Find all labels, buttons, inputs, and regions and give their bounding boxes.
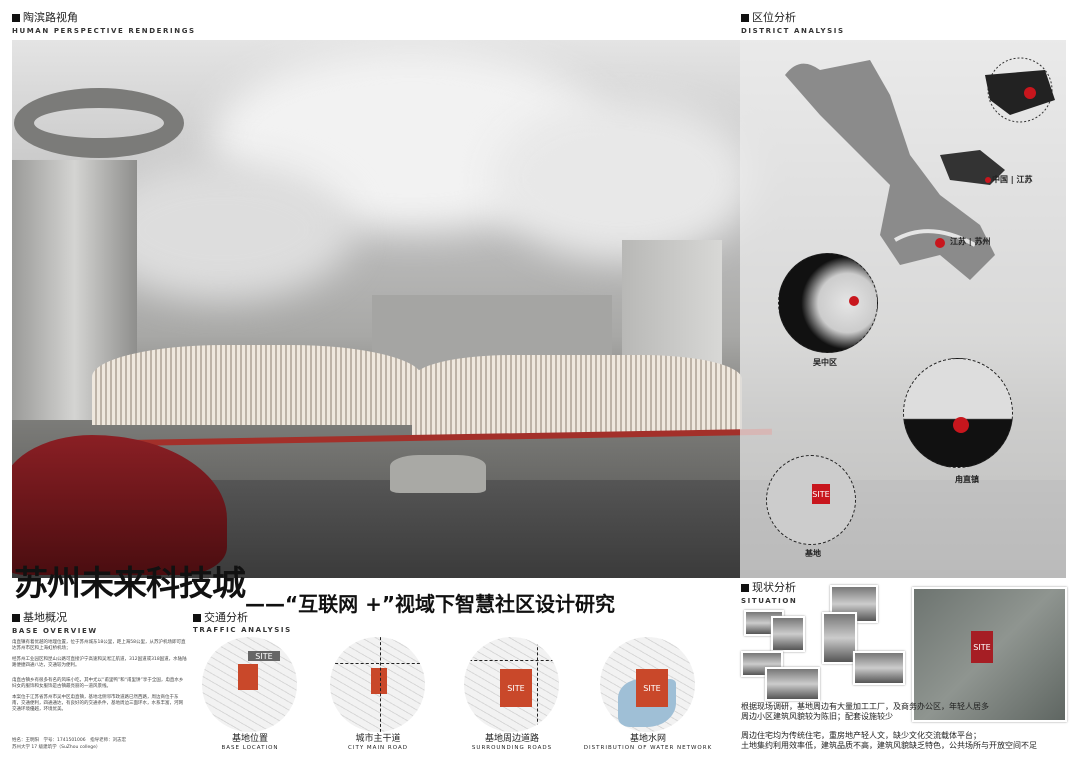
base-overview-heading-en: Base Overview (12, 627, 98, 635)
red-car (12, 435, 227, 575)
caption-en: city main road (348, 745, 408, 751)
situation-heading-en: Situation (741, 597, 798, 605)
site-tag: SITE (248, 651, 280, 661)
school-info: 苏州大学 17 级建筑学（SuZhou college） (12, 745, 101, 750)
label-wuzhong: 吴中区 (813, 358, 837, 367)
main-title: 苏州未来科技城 (14, 564, 246, 604)
label-china-jiangsu: 中国 | 江苏 (992, 175, 1033, 184)
traffic-heading: 交通分析 (193, 612, 248, 624)
site-photo (741, 651, 783, 677)
site-photo (771, 616, 805, 652)
situation-heading: 现状分析 (741, 582, 796, 594)
label-site-area: 基地 (805, 549, 821, 558)
base-overview-text: 甪直镇有着优越的地理位置，位于苏州城东18公里，距上海58公里，从苏沪机场即可直… (12, 640, 187, 713)
situation-line: 土地集约利用效率低，建筑品质不高，建筑风貌缺乏特色，公共场所与开放空间不足 (741, 741, 1037, 750)
china-map (940, 150, 1005, 185)
town-circle-map (903, 358, 1013, 468)
overview-paragraph: 甪直古镇乡有很多有名的风味小吃，其中尤以“甫里鸭”和“甫里饼”享于全国，甪直水乡… (12, 678, 184, 689)
base-location-map: SITE (202, 637, 297, 732)
situation-line: 周边小区建筑风貌较为陈旧；配套设施较少 (741, 712, 893, 721)
traffic-heading-en: Traffic Analysis (193, 626, 292, 634)
water-network-map: SITE (600, 637, 695, 732)
curved-facade-left (92, 345, 422, 425)
curved-facade-right (412, 355, 742, 435)
district-heading: 区位分析 (741, 12, 796, 24)
caption-en: Distribution of water network (583, 745, 713, 751)
site-marker: SITE (971, 631, 993, 663)
site-marker: SITE (812, 484, 830, 504)
caption-en: Base location (221, 745, 279, 751)
situation-line: 根据现场调研，基地周边有大量加工工厂，及商务办公区，年轻人居多 (741, 702, 989, 711)
caption: 基地水网 (629, 734, 666, 744)
label-town: 甪直镇 (955, 475, 979, 484)
base-overview-heading: 基地概况 (12, 612, 67, 624)
caption: 基地周边道路 (484, 734, 539, 744)
situation-text: 根据现场调研，基地周边有大量加工工厂，及商务办公区，年轻人居多 周边小区建筑风貌… (741, 702, 1071, 751)
render-heading: 陶滨路视角 (12, 12, 78, 24)
label-jiangsu-suzhou: 江苏 | 苏州 (950, 237, 991, 246)
caption: 城市主干道 (355, 734, 401, 744)
surrounding-roads-map: SITE (464, 637, 559, 732)
site-block: SITE (500, 669, 532, 707)
site-photo (765, 667, 820, 701)
overview-paragraph: 本案位于江苏省苏州市吴中区甪直镇，基地北侧邻市政道路已然西路，周边商位于东南，交… (12, 695, 183, 712)
render-heading-en: Human perspective renderings (12, 27, 196, 35)
jiangsu-map (785, 57, 1055, 280)
overview-paragraph: 经苏州工业园区和昆山公路可直接沪宁高速和吴淞江航道，312国道或318国道，水陆… (12, 657, 187, 668)
author-info: 姓名：王明阳 学号：1741501006 指导老师：刘志宏 (12, 738, 127, 743)
overview-paragraph: 甪直镇有着优越的地理位置，位于苏州城东18公里，距上海58公里，从苏沪机场即可直… (12, 640, 186, 651)
site-photo (853, 651, 905, 685)
ring-sculpture (14, 88, 184, 158)
city-main-road-map (330, 637, 425, 732)
aerial-site-map: SITE (912, 587, 1067, 722)
site-photo (822, 612, 857, 664)
caption-en: surrounding roads (471, 745, 553, 751)
wuzhong-circle-map (778, 253, 878, 353)
site-circle-map: SITE (766, 455, 856, 545)
situation-line: 周边住宅均为传统住宅，重房地产轻人文，缺少文化交流载体平台； (741, 731, 981, 740)
subtitle: ——“互联网 +”视域下智慧社区设计研究 (245, 592, 616, 616)
site-block: SITE (636, 669, 668, 707)
district-heading-en: District analysis (741, 27, 845, 35)
caption: 基地位置 (231, 734, 268, 744)
silver-car (390, 455, 486, 493)
